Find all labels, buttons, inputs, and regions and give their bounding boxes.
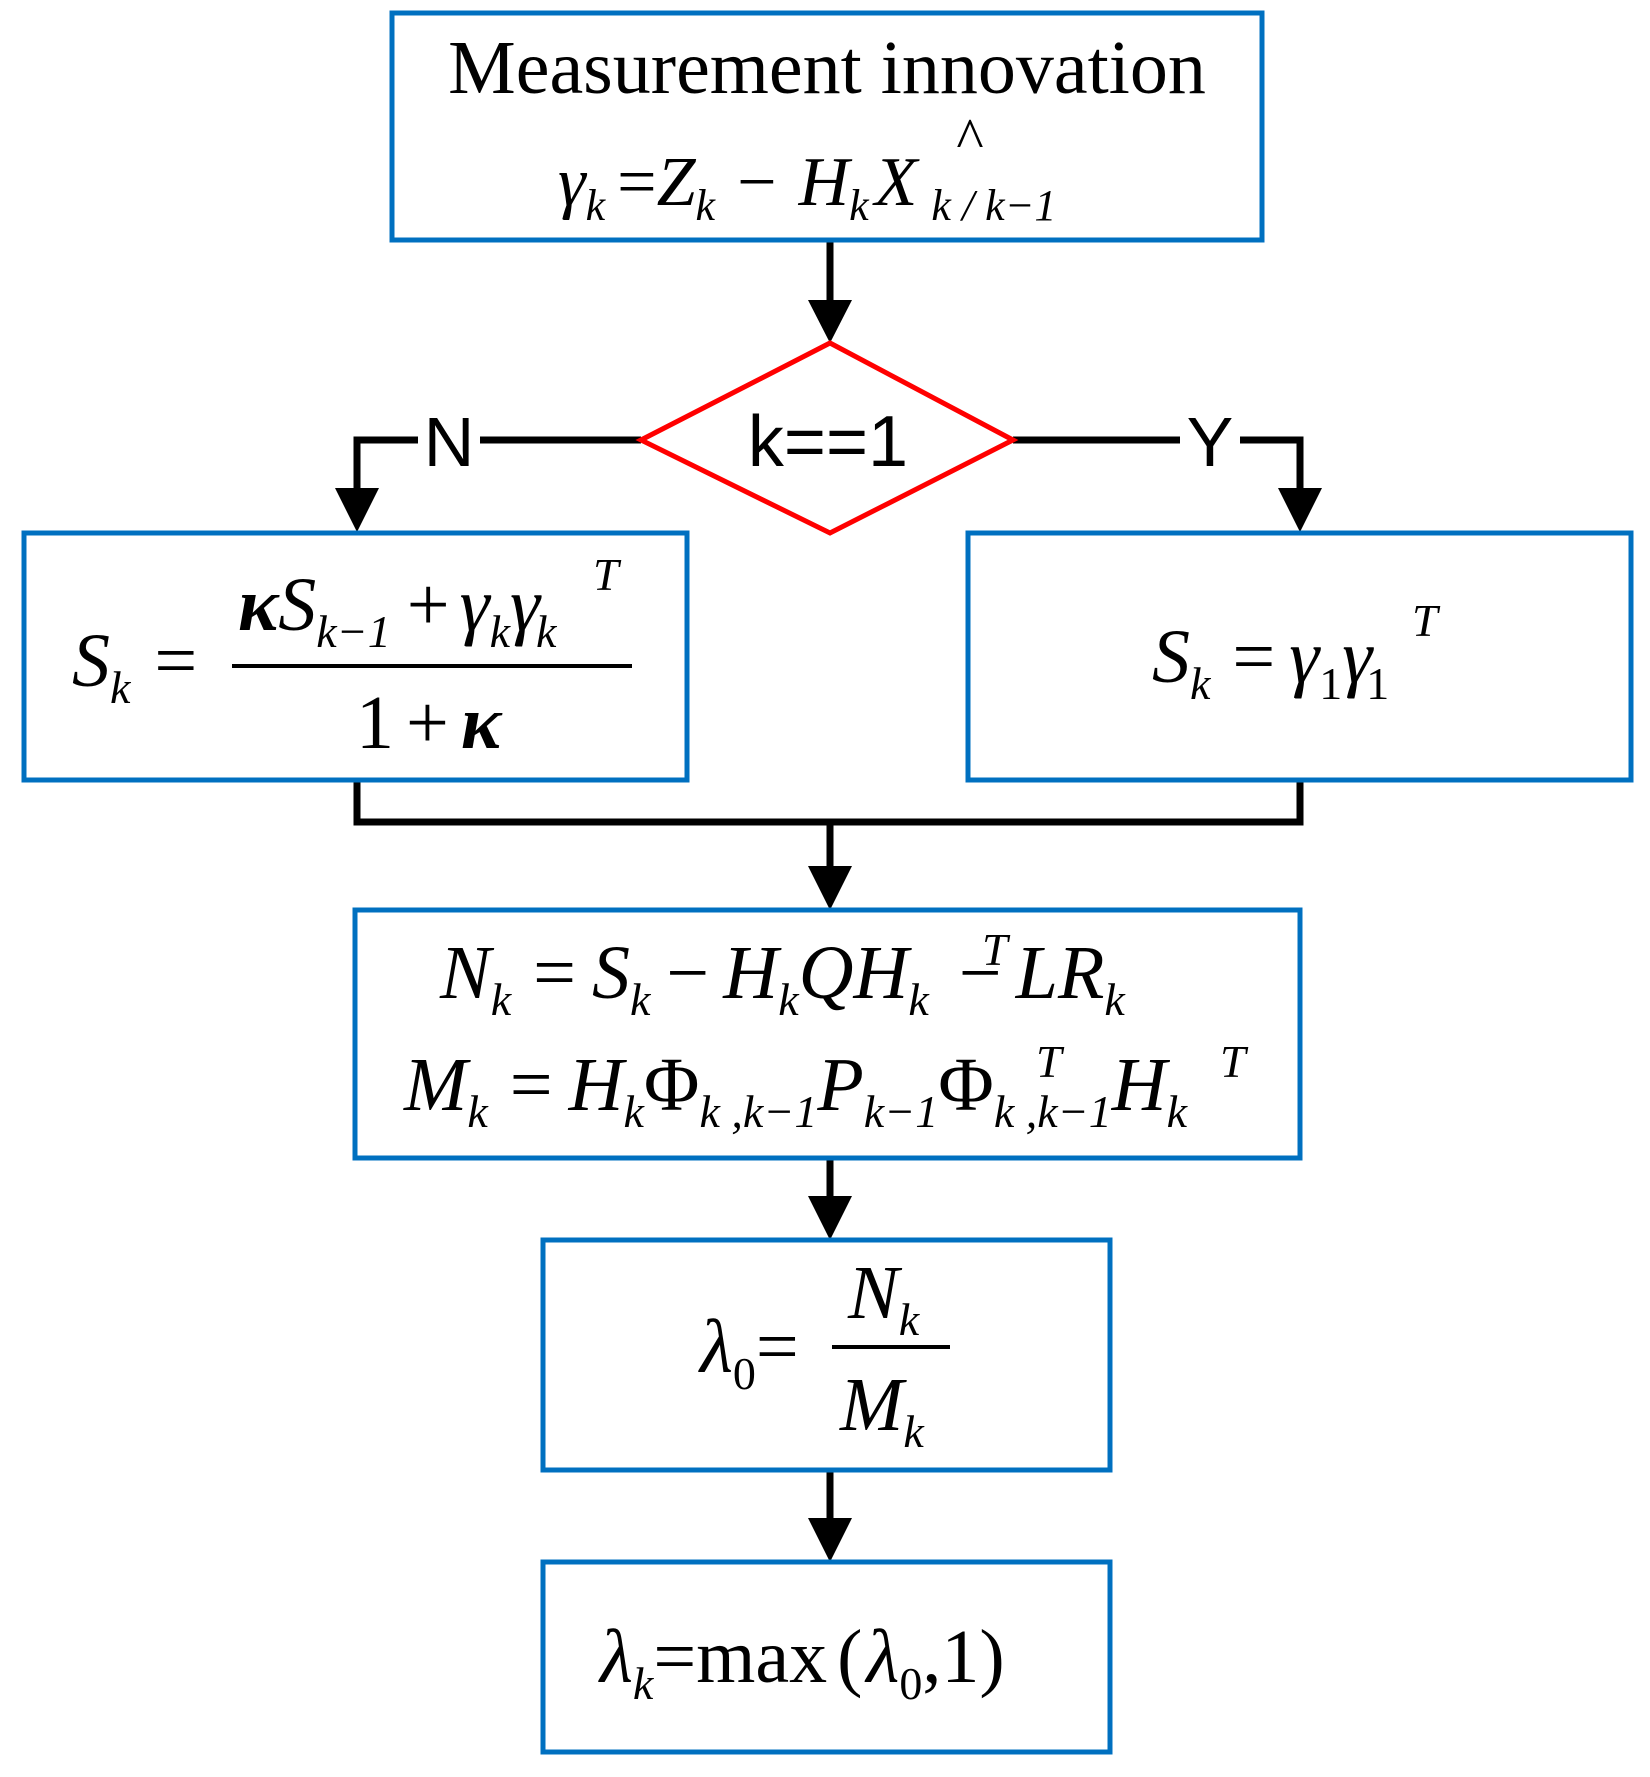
connectors: N Y xyxy=(335,240,1322,1562)
arrowhead-decision xyxy=(808,300,852,343)
lambda0-numerator: Nk xyxy=(847,1251,921,1345)
edge-label-no: N xyxy=(424,403,475,481)
arrowhead-no-branch xyxy=(335,488,379,532)
node-nm: Nk=Sk−HkQHk−LRk T Mk=HkΦk ,k−1Pk−1Φk ,k−… xyxy=(352,907,1303,1161)
lambda0-lhs: λ0= xyxy=(698,1305,799,1399)
node-lambda0: λ0= Nk Mk xyxy=(540,1237,1113,1473)
connector-merge xyxy=(353,781,1304,826)
branch-yes-equation: Sk=γ1γ1 xyxy=(1152,615,1389,709)
lambda0-denominator: Mk xyxy=(839,1363,925,1457)
branch-no-lhs: Sk= xyxy=(72,619,197,713)
yes-label-bg xyxy=(1180,405,1240,477)
connector-yes-branch xyxy=(1013,436,1304,490)
decision-label: k==1 xyxy=(748,402,908,482)
node-branch-yes: Sk=γ1γ1 T xyxy=(965,530,1634,783)
branch-no-denominator: 1+κ xyxy=(356,681,503,765)
branch-yes-box xyxy=(965,530,1634,783)
nk-equation: Nk=Sk−HkQHk−LRk xyxy=(439,931,1126,1025)
lambda0-box xyxy=(540,1237,1113,1473)
mk-transpose-h: T xyxy=(1220,1036,1249,1087)
innovation-title: Measurement innovation xyxy=(448,26,1206,110)
edge-label-yes: Y xyxy=(1187,403,1234,481)
lambdak-equation: λk=max(λ0,1) xyxy=(598,1615,1005,1709)
lambdak-box xyxy=(540,1559,1113,1755)
arrowhead-lambda0 xyxy=(808,1196,852,1240)
branch-no-transpose: T xyxy=(593,549,622,600)
x-hat-accent: ^ xyxy=(956,106,983,171)
decision-diamond xyxy=(635,340,1019,536)
arrowhead-lambdak xyxy=(808,1518,852,1562)
node-branch-no: Sk= κSk−1+γkγk T 1+κ xyxy=(21,530,690,783)
innovation-box xyxy=(389,10,1265,243)
mk-equation: Mk=HkΦk ,k−1Pk−1Φk ,k−1Hk xyxy=(403,1043,1189,1137)
nk-transpose: T xyxy=(982,924,1011,975)
nm-box xyxy=(352,907,1303,1161)
node-lambdak: λk=max(λ0,1) xyxy=(540,1559,1113,1755)
arrowhead-yes-branch xyxy=(1278,488,1322,532)
no-label-bg xyxy=(418,405,480,477)
node-decision: k==1 xyxy=(635,340,1019,536)
connector-no-branch xyxy=(353,436,641,490)
branch-yes-transpose: T xyxy=(1412,595,1441,646)
branch-no-box xyxy=(21,530,690,783)
arrowhead-nm xyxy=(808,866,852,910)
mk-transpose-phi: T xyxy=(1036,1036,1065,1087)
branch-no-numerator: κSk−1+γkγk xyxy=(238,563,558,657)
